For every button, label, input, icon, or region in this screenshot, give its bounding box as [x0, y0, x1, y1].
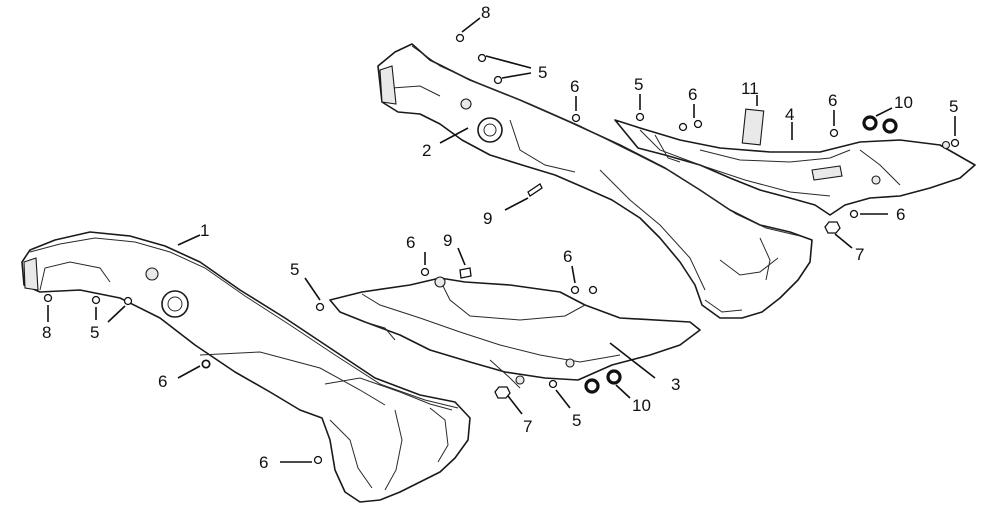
callout-6-e: 6: [406, 233, 415, 252]
fastener-washer-10: [584, 115, 898, 394]
callout-5-c: 5: [949, 97, 958, 116]
callout-6-b: 6: [688, 85, 697, 104]
callout-5-b: 5: [634, 75, 643, 94]
fastener-bolt-8: [43, 33, 465, 303]
callout-5-d: 5: [290, 260, 299, 279]
callout-3: 3: [671, 375, 680, 394]
callout-1: 1: [200, 221, 209, 240]
callout-11: 11: [741, 79, 759, 98]
callout-4: 4: [785, 105, 794, 124]
callout-5-a: 5: [538, 63, 547, 82]
callout-7-b: 7: [523, 417, 532, 436]
leader-lines: [47, 17, 956, 463]
callout-6-f: 6: [563, 247, 572, 266]
callout-7-a: 7: [855, 245, 864, 264]
callout-labels: 1 2 3 4 5 5 5 5 5 5 6 6 6 6 6 6 6 6 7 7 …: [42, 3, 958, 472]
callout-10-a: 10: [894, 93, 913, 112]
callout-6-c: 6: [828, 91, 837, 110]
callout-6-a: 6: [570, 77, 579, 96]
callout-5-e: 5: [90, 323, 99, 342]
callout-6-d: 6: [896, 205, 905, 224]
fastener-bolt-9: [459, 183, 543, 279]
part-4-right-inner-cover: [614, 119, 976, 216]
callout-9-b: 9: [443, 231, 452, 250]
fastener-nut-7: [494, 221, 841, 399]
callout-10-b: 10: [632, 396, 651, 415]
callout-8-a: 8: [481, 3, 490, 22]
fastener-screw-6: [201, 113, 859, 465]
part-2-right-side-panel: [377, 43, 813, 319]
callout-2: 2: [422, 141, 431, 160]
part-3-left-inner-cover: [329, 276, 701, 389]
callout-6-g: 6: [158, 372, 167, 391]
callout-9-a: 9: [483, 209, 492, 228]
part-1-left-side-panel: [21, 231, 471, 503]
callout-6-h: 6: [259, 453, 268, 472]
fastener-screw-5: [91, 53, 960, 389]
callout-8-b: 8: [42, 323, 51, 342]
callout-5-f: 5: [572, 411, 581, 430]
part-11-label: [741, 108, 765, 146]
